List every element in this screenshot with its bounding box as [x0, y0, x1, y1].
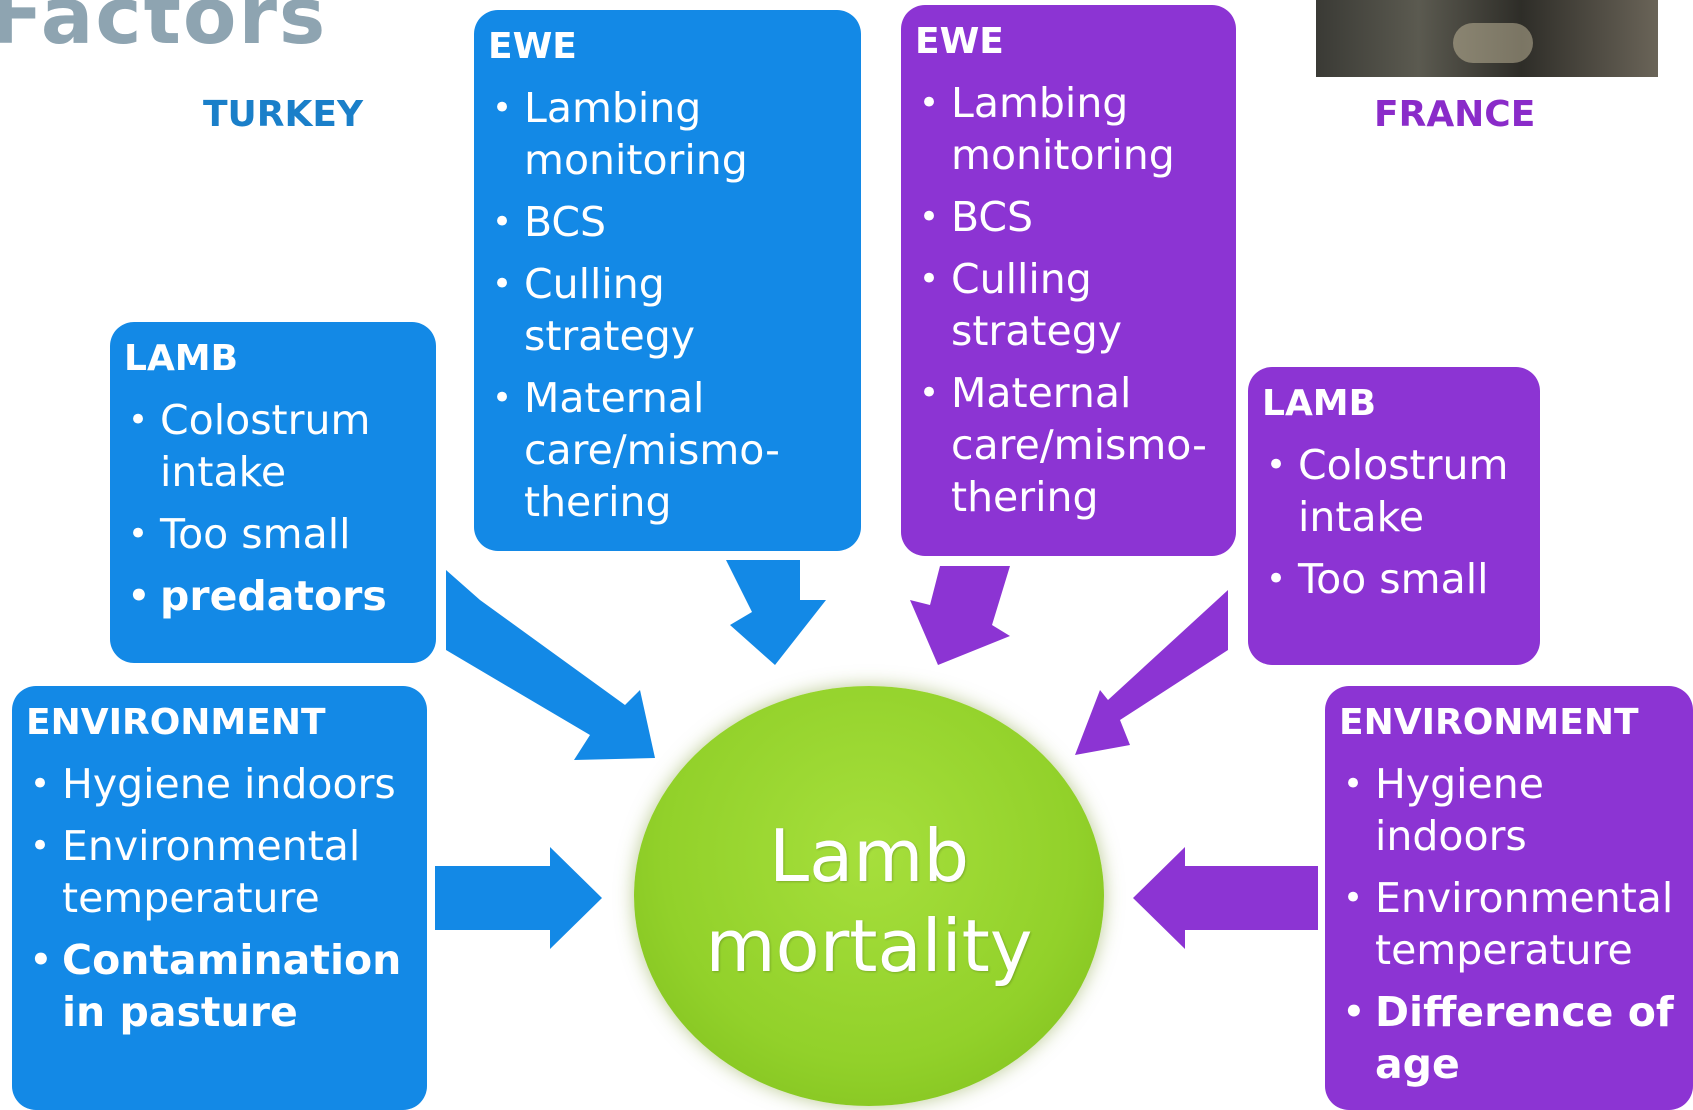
turkey-ewe-title: EWE [488, 26, 577, 67]
sheep-barn-photo [1316, 0, 1658, 77]
turkey-environment-item: Contamination in pasture [26, 934, 409, 1038]
france-ewe-box: EWE Lambing monitoring BCS Culling strat… [901, 5, 1236, 556]
turkey-lamb-item: predators [124, 570, 418, 622]
turkey-lamb-title: LAMB [124, 338, 239, 379]
france-ewe-title: EWE [915, 21, 1004, 62]
center-label-line1: Lamb [768, 814, 970, 898]
turkey-environment-box: ENVIRONMENT Hygiene indoors Environmenta… [12, 686, 427, 1110]
turkey-ewe-item: BCS [488, 196, 843, 248]
arrow-turkey-environment [435, 847, 602, 949]
france-environment-title: ENVIRONMENT [1339, 702, 1639, 743]
center-label-line2: mortality [705, 904, 1033, 988]
france-lamb-title: LAMB [1262, 383, 1377, 424]
turkey-ewe-item: Lambing monitoring [488, 82, 843, 186]
france-ewe-item: Lambing monitoring [915, 77, 1218, 181]
turkey-environment-item: Environmental temperature [26, 820, 409, 924]
turkey-ewe-item: Maternal care/mismo-thering [488, 372, 843, 528]
arrow-france-ewe [910, 566, 1010, 665]
france-lamb-item: Too small [1262, 553, 1522, 605]
france-lamb-box: LAMB Colostrum intake Too small [1248, 367, 1540, 665]
arrow-france-lamb [1075, 590, 1228, 755]
page-heading: Factors [0, 0, 328, 62]
center-label: Lamb mortality [706, 811, 1033, 991]
france-ewe-item: BCS [915, 191, 1218, 243]
france-lamb-item: Colostrum intake [1262, 439, 1522, 543]
turkey-lamb-box: LAMB Colostrum intake Too small predator… [110, 322, 436, 663]
france-environment-item: Difference of age [1339, 986, 1675, 1090]
turkey-ewe-box: EWE Lambing monitoring BCS Culling strat… [474, 10, 861, 551]
france-ewe-item: Culling strategy [915, 253, 1218, 357]
turkey-lamb-item: Too small [124, 508, 418, 560]
arrow-turkey-lamb [446, 570, 655, 760]
arrow-france-environment [1133, 847, 1318, 949]
france-environment-item: Environmental temperature [1339, 872, 1675, 976]
france-ewe-item: Maternal care/mismo-thering [915, 367, 1218, 523]
arrow-turkey-ewe [726, 560, 826, 665]
france-environment-box: ENVIRONMENT Hygiene indoors Environmenta… [1325, 686, 1693, 1110]
country-label-france: FRANCE [1374, 94, 1536, 135]
country-label-turkey: TURKEY [203, 94, 364, 135]
lamb-mortality-circle: Lamb mortality [634, 686, 1104, 1106]
france-environment-item: Hygiene indoors [1339, 758, 1675, 862]
turkey-environment-item: Hygiene indoors [26, 758, 409, 810]
turkey-lamb-item: Colostrum intake [124, 394, 418, 498]
turkey-environment-title: ENVIRONMENT [26, 702, 326, 743]
turkey-ewe-item: Culling strategy [488, 258, 843, 362]
